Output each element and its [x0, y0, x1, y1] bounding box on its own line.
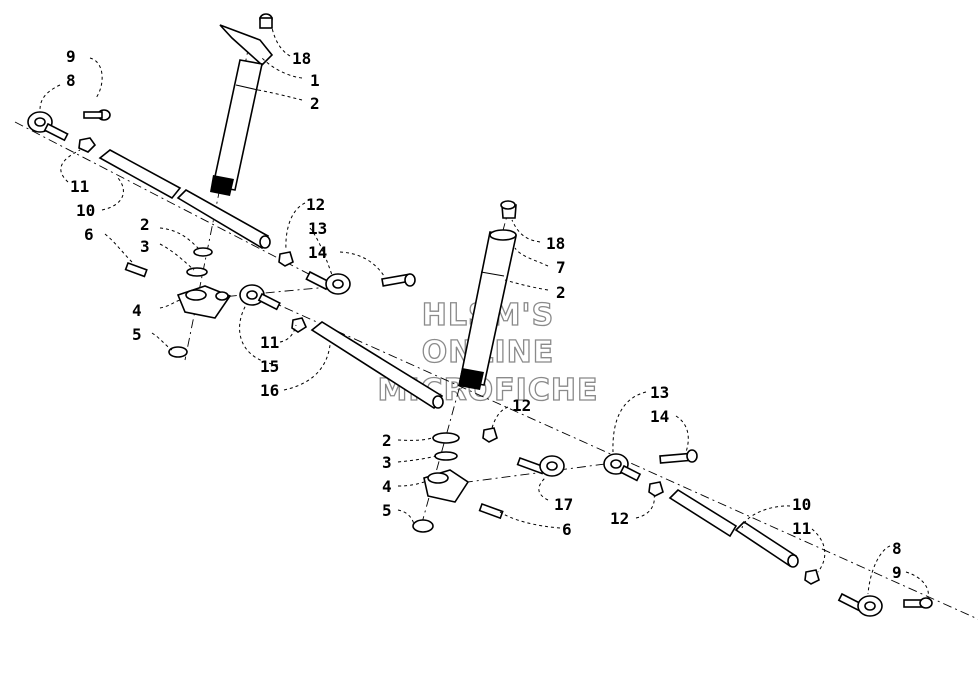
callout-11-right: 11 — [792, 519, 811, 538]
callout-2-lower-post: 2 — [556, 283, 566, 302]
callout-5-lower: 5 — [382, 501, 392, 520]
left-jam-nut — [78, 137, 97, 153]
callout-14-upper: 14 — [308, 243, 327, 262]
right-jam-nut-11 — [804, 569, 820, 585]
upper-nut-5 — [168, 346, 188, 358]
callout-18-lower: 18 — [546, 234, 565, 253]
callout-8: 8 — [66, 71, 76, 90]
mid-rod-end-17 — [516, 455, 565, 477]
callout-12-mid: 12 — [512, 396, 531, 415]
callout-9: 9 — [66, 47, 76, 66]
right-rod-end-8 — [837, 592, 883, 617]
lower-washers — [432, 432, 460, 461]
mid-jam-nut-12 — [482, 427, 498, 443]
lower-bolt-6 — [478, 502, 504, 520]
right-rod-end-13 — [603, 453, 642, 482]
callout-8-right: 8 — [892, 539, 902, 558]
callout-6: 6 — [84, 225, 94, 244]
center-rod-end-15 — [239, 284, 281, 311]
left-bolt — [83, 109, 111, 121]
callout-2-upper: 2 — [140, 215, 150, 234]
callout-16: 16 — [260, 381, 279, 400]
right-tie-rod-tube — [668, 488, 799, 568]
callout-3-lower: 3 — [382, 453, 392, 472]
right-bolt-9 — [903, 597, 933, 609]
callout-7: 7 — [556, 258, 566, 277]
callout-15: 15 — [260, 357, 279, 376]
upper-washers — [186, 247, 213, 277]
center-jam-nut-11 — [291, 317, 308, 333]
upper-jam-nut — [278, 251, 294, 267]
callout-10-right: 10 — [792, 495, 811, 514]
callout-4-lower: 4 — [382, 477, 392, 496]
upper-steering-arm — [176, 285, 232, 319]
callout-13-right: 13 — [650, 383, 669, 402]
callout-2: 2 — [310, 94, 320, 113]
lower-steering-arm — [423, 469, 470, 503]
callout-12-upper: 12 — [306, 195, 325, 214]
callout-2-lower: 2 — [382, 431, 392, 450]
steering-post-upper — [210, 13, 274, 196]
callout-11-center: 11 — [260, 333, 279, 352]
callout-14-right: 14 — [650, 407, 669, 426]
callout-9-right: 9 — [892, 563, 902, 582]
callout-11: 11 — [70, 177, 89, 196]
callout-6-lower: 6 — [562, 520, 572, 539]
callout-3-upper: 3 — [140, 237, 150, 256]
left-rod-end — [27, 111, 69, 142]
lower-nut-5 — [412, 519, 434, 533]
callout-17: 17 — [554, 495, 573, 514]
right-jam-nut-12 — [648, 481, 664, 497]
callout-1: 1 — [310, 71, 320, 90]
upper-rod-end — [305, 270, 351, 295]
steering-post-lower — [458, 200, 517, 390]
callout-4-upper: 4 — [132, 301, 142, 320]
callout-18: 18 — [292, 49, 311, 68]
callout-labels: 9 8 18 1 2 11 10 6 2 3 12 13 14 4 5 11 1… — [66, 47, 902, 582]
center-tie-rod-16 — [310, 321, 444, 410]
callout-10: 10 — [76, 201, 95, 220]
callout-13-upper: 13 — [308, 219, 327, 238]
callout-12-right: 12 — [610, 509, 629, 528]
callout-5-upper: 5 — [132, 325, 142, 344]
upper-bolt-6 — [124, 261, 148, 278]
right-bolt-14 — [659, 449, 698, 464]
tie-rod-tube-upper — [98, 149, 271, 250]
leader-lines — [39, 27, 929, 599]
upper-right-bolt — [381, 273, 416, 287]
